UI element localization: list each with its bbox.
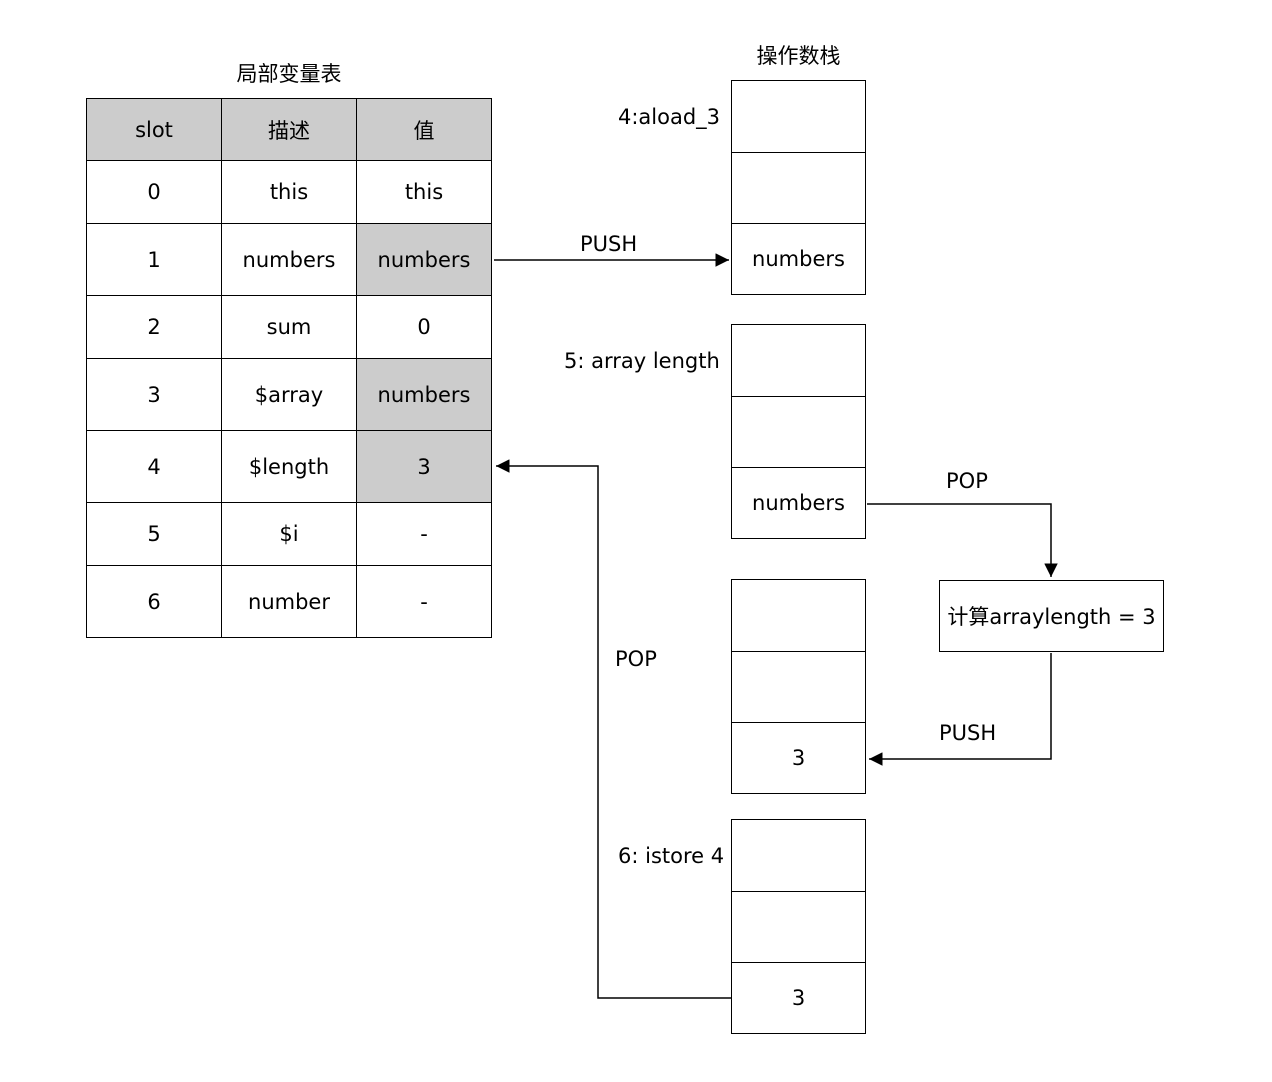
value-cell: -: [356, 502, 492, 566]
header-slot: slot: [86, 98, 222, 161]
value-cell: 0: [356, 295, 492, 359]
stack-slot: [732, 891, 865, 962]
slot-cell: 5: [86, 502, 222, 566]
stack-slot: [732, 651, 865, 722]
slot-cell: 6: [86, 565, 222, 638]
pop-arrow: [867, 503, 1058, 577]
value-cell: -: [356, 565, 492, 638]
table-header-row: slot 描述 值: [86, 98, 492, 161]
description-cell: number: [221, 565, 357, 638]
push-arrow: [869, 653, 1052, 766]
slot-cell: 3: [86, 358, 222, 431]
operand-stack-3: 3: [731, 579, 866, 794]
slot-cell: 4: [86, 430, 222, 503]
stack-slot: [732, 396, 865, 467]
header-value: 值: [356, 98, 492, 161]
value-cell: 3: [356, 430, 492, 503]
operand-stack-1: numbers: [731, 80, 866, 295]
pop-label: POP: [615, 647, 657, 671]
table-row: 4 $length 3: [86, 430, 492, 503]
table-row: 6 number -: [86, 565, 492, 638]
stack-slot: 3: [732, 722, 865, 793]
header-description: 描述: [221, 98, 357, 161]
description-cell: $length: [221, 430, 357, 503]
value-cell: numbers: [356, 358, 492, 431]
value-cell: numbers: [356, 223, 492, 296]
calc-arraylength-box: 计算arraylength = 3: [939, 580, 1164, 652]
push-label: PUSH: [939, 721, 997, 745]
stack-slot: 3: [732, 962, 865, 1033]
description-cell: $i: [221, 502, 357, 566]
stack-slot: numbers: [732, 223, 865, 294]
stack-slot: [732, 152, 865, 223]
description-cell: this: [221, 160, 357, 224]
local-variable-table-title: 局部变量表: [236, 62, 342, 86]
slot-cell: 1: [86, 223, 222, 296]
slot-cell: 2: [86, 295, 222, 359]
local-variable-table: slot 描述 值 0 this this 1 numbers numbers …: [86, 98, 492, 638]
pop-label: POP: [946, 469, 988, 493]
operand-stack-4: 3: [731, 819, 866, 1034]
operand-stack-title: 操作数栈: [756, 44, 841, 68]
push-label: PUSH: [580, 232, 638, 256]
operand-stack-2: numbers: [731, 324, 866, 539]
stack-slot: numbers: [732, 467, 865, 538]
table-row: 5 $i -: [86, 502, 492, 566]
table-row: 2 sum 0: [86, 295, 492, 359]
instruction-label-aload: 4:aload_3: [618, 105, 721, 129]
instruction-label-arraylength: 5: array length: [564, 349, 720, 373]
instruction-label-istore: 6: istore 4: [618, 844, 725, 868]
pop-arrow: [496, 459, 731, 999]
